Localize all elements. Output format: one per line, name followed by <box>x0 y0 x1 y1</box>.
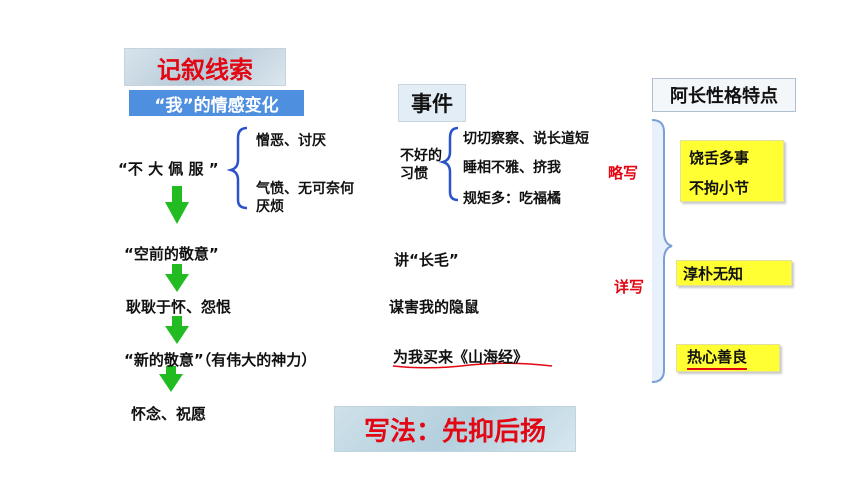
emotion-1-sub-b-line2: 厌烦 <box>256 199 284 215</box>
habit-a: 切切察察、说长道短 <box>463 131 589 147</box>
habit-b: 睡相不雅、挤我 <box>463 160 561 176</box>
brace-traits <box>651 119 673 383</box>
habits-label-line2: 习惯 <box>400 166 428 182</box>
event-2: 讲“长毛” <box>394 251 459 269</box>
trait-4: 热心善良 <box>687 346 748 370</box>
habit-c: 规矩多：吃福橘 <box>463 191 561 207</box>
event-3: 谋害我的隐鼠 <box>389 298 480 316</box>
emotion-label: “我”的情感变化 <box>129 90 304 116</box>
habits-label-line1: 不好的 <box>400 148 442 164</box>
trait-3: 淳朴无知 <box>683 264 744 283</box>
arrow-4 <box>159 366 183 392</box>
trait-2: 不拘小节 <box>689 179 750 197</box>
traits-box-1: 饶舌多事 不拘小节 <box>680 140 784 202</box>
trait-1: 饶舌多事 <box>689 149 750 167</box>
traits-header: 阿长性格特点 <box>652 78 796 112</box>
label-detailed: 详写 <box>614 278 645 296</box>
brace-habits <box>438 126 459 202</box>
arrow-1 <box>165 186 189 224</box>
arrow-2 <box>165 264 189 292</box>
traits-box-2: 淳朴无知 <box>676 260 792 286</box>
brace-emotion <box>226 126 248 210</box>
arrow-3 <box>165 316 189 344</box>
emotion-4: “新的敬意”（有伟大的神力） <box>124 351 317 369</box>
label-brief: 略写 <box>608 164 639 182</box>
emotion-1: “不 大 佩 服 ” <box>118 160 219 178</box>
events-header: 事件 <box>398 84 466 122</box>
emotion-5: 怀念、祝愿 <box>131 405 207 423</box>
event-4: 为我买来《山海经》 <box>393 348 529 366</box>
emotion-1-sub-a: 憎恶、讨厌 <box>256 133 326 149</box>
emotion-3: 耿耿于怀、怨恨 <box>126 298 232 316</box>
emotion-1-sub-b-line1: 气愤、无可奈何 <box>256 181 354 197</box>
title-clue: 记叙线索 <box>124 48 286 86</box>
emotion-2: “空前的敬意” <box>124 245 219 263</box>
underline-shanhaijing <box>392 362 553 369</box>
method-box: 写法：先抑后扬 <box>334 406 576 452</box>
traits-box-3: 热心善良 <box>676 344 780 372</box>
